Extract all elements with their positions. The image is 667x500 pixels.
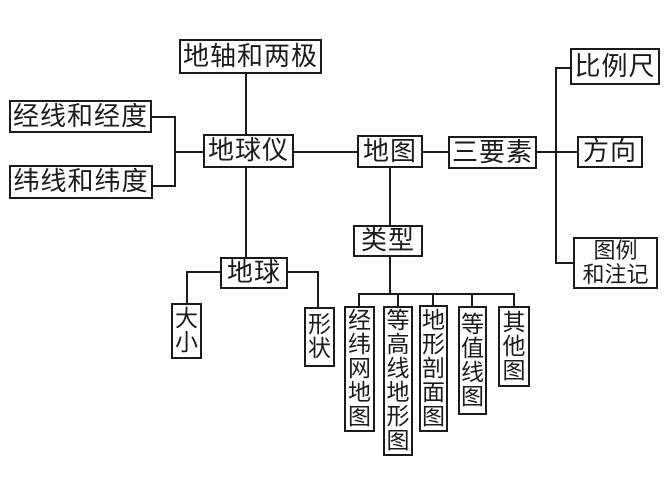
node-profile-map: 地形剖面图 <box>419 305 448 432</box>
node-direction: 方向 <box>577 136 643 168</box>
node-scale: 比例尺 <box>570 48 660 85</box>
connector-riser-globe <box>176 151 203 153</box>
connector-right-trunk <box>555 67 557 264</box>
connector-earth-size-v <box>186 271 188 303</box>
connector-stub-profile-map <box>432 293 434 306</box>
node-globe: 地球仪 <box>203 134 294 168</box>
connector-map-elements <box>423 151 448 153</box>
connector-meridians-stub <box>152 116 176 118</box>
connector-stub-isoline-map <box>471 293 473 306</box>
connector-earth-shape-v <box>317 271 319 307</box>
connector-axis-globe <box>245 73 247 134</box>
node-parallels-latitude: 纬线和纬度 <box>9 165 153 199</box>
node-isoline-map: 等值线图 <box>458 306 487 415</box>
node-three-elements: 三要素 <box>448 136 537 169</box>
connector-earth-shape-h <box>288 271 319 273</box>
connector-branch-bar <box>358 293 515 295</box>
connector-trunk-scale <box>555 67 570 69</box>
node-size: 大小 <box>171 303 202 359</box>
connector-earth-size-h <box>186 271 221 273</box>
connector-type-branch <box>389 257 391 295</box>
connector-stub-grid-map <box>358 293 360 306</box>
node-other-map: 其他图 <box>498 306 530 387</box>
node-meridians-longitude: 经线和经度 <box>9 100 152 133</box>
connector-trunk-legend <box>555 262 573 264</box>
connector-globe-earth <box>245 168 247 257</box>
node-contour-map: 等高线地形图 <box>383 306 413 456</box>
connector-globe-map <box>294 151 357 153</box>
node-type: 类型 <box>353 225 423 257</box>
connector-left-riser <box>174 116 176 187</box>
node-legend-annotation: 图例 和注记 <box>573 237 658 289</box>
node-map: 地图 <box>357 135 423 168</box>
connector-stub-contour-map <box>397 293 399 306</box>
node-shape: 形状 <box>304 307 335 367</box>
node-grid-map: 经纬网地图 <box>344 306 375 432</box>
connector-parallels-stub <box>153 185 176 187</box>
node-axis-and-poles: 地轴和两极 <box>179 39 322 74</box>
node-earth: 地球 <box>220 257 288 289</box>
connector-map-type <box>389 168 391 225</box>
connector-stub-other-map <box>513 293 515 306</box>
connector-elements-direction <box>537 151 577 153</box>
